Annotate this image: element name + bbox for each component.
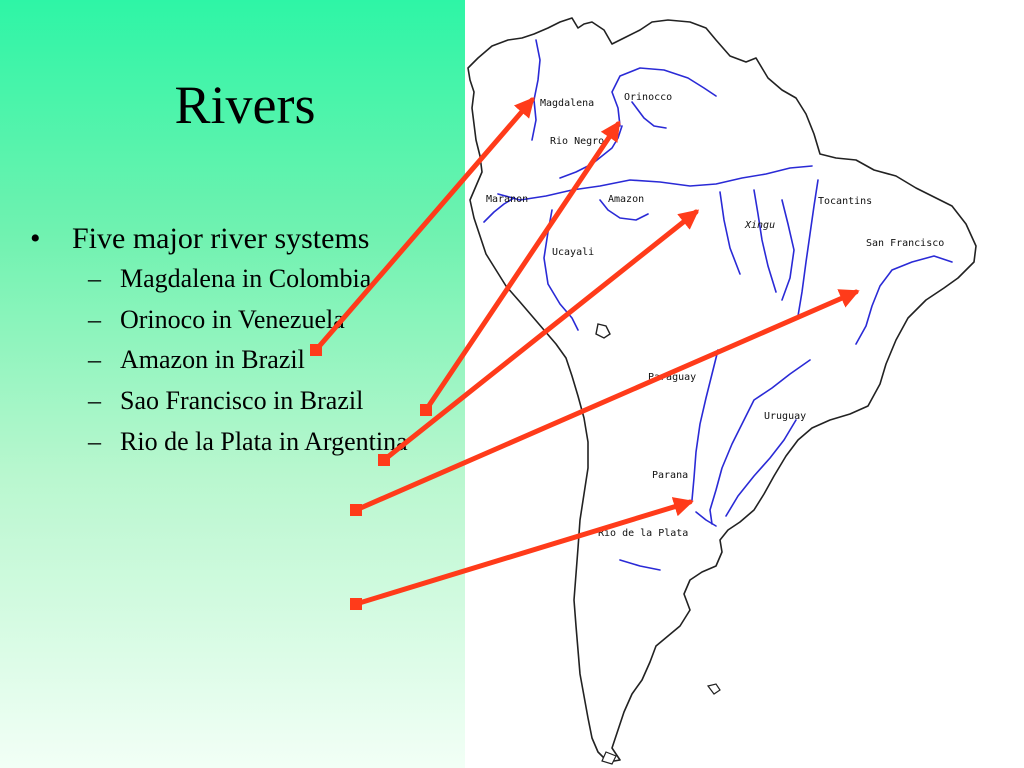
south-america-map: [467, 17, 977, 765]
label-tocantins: Tocantins: [818, 196, 873, 207]
dash-icon: –: [88, 304, 101, 334]
river-tapajos: [719, 191, 741, 275]
label-parana: Parana: [652, 470, 689, 481]
dash-icon: –: [88, 345, 101, 375]
list-item: – Amazon in Brazil: [30, 345, 450, 376]
river-orinoco-delta: [631, 101, 667, 129]
bullet-main: • Five major river systems: [30, 222, 450, 256]
list-item: – Sao Francisco in Brazil: [30, 386, 450, 417]
list-item-text: Rio de la Plata in Argentina: [120, 426, 408, 456]
dash-icon: –: [88, 263, 101, 293]
river-rio-de-la-plata: [695, 511, 717, 527]
label-uruguay: Uruguay: [764, 411, 807, 422]
label-xingu: Xingu: [745, 220, 776, 231]
river-orinoco: [611, 67, 717, 127]
list-item-text: Amazon in Brazil: [120, 345, 305, 375]
label-rio-negro: Rio Negro: [550, 136, 605, 147]
label-amazon: Amazon: [608, 194, 645, 205]
list-item: – Orinoco in Venezuela: [30, 305, 450, 336]
label-ucayali: Ucayali: [552, 247, 595, 258]
bullet-main-text: Five major river systems: [72, 222, 370, 255]
river-xingu: [753, 189, 777, 293]
label-sao-francisco: San Francisco: [866, 238, 945, 249]
slide-title: Rivers: [174, 75, 316, 135]
bullet-dot-icon: •: [30, 222, 41, 255]
label-paraguay: Paraguay: [648, 372, 697, 383]
dash-icon: –: [88, 385, 101, 415]
label-maranon: Maranon: [486, 194, 529, 205]
river-sao-francisco: [855, 255, 953, 345]
label-rio-de-la-plata: Rio de la Plata: [598, 528, 689, 539]
list-item-text: Magdalena in Colombia: [120, 263, 372, 293]
island-shape: [706, 683, 721, 695]
river-araguaia: [781, 199, 795, 301]
list-item: – Magdalena in Colombia: [30, 264, 450, 295]
label-orinocco: Orinocco: [624, 92, 673, 103]
list-item-text: Orinoco in Venezuela: [120, 304, 345, 334]
dash-icon: –: [88, 426, 101, 456]
bullet-list: • Five major river systems – Magdalena i…: [30, 222, 450, 457]
list-item-text: Sao Francisco in Brazil: [120, 385, 364, 415]
label-magdalena: Magdalena: [540, 98, 595, 109]
continent-outline: [467, 17, 977, 763]
island-shape: [601, 751, 617, 765]
list-item: – Rio de la Plata in Argentina: [30, 427, 450, 458]
